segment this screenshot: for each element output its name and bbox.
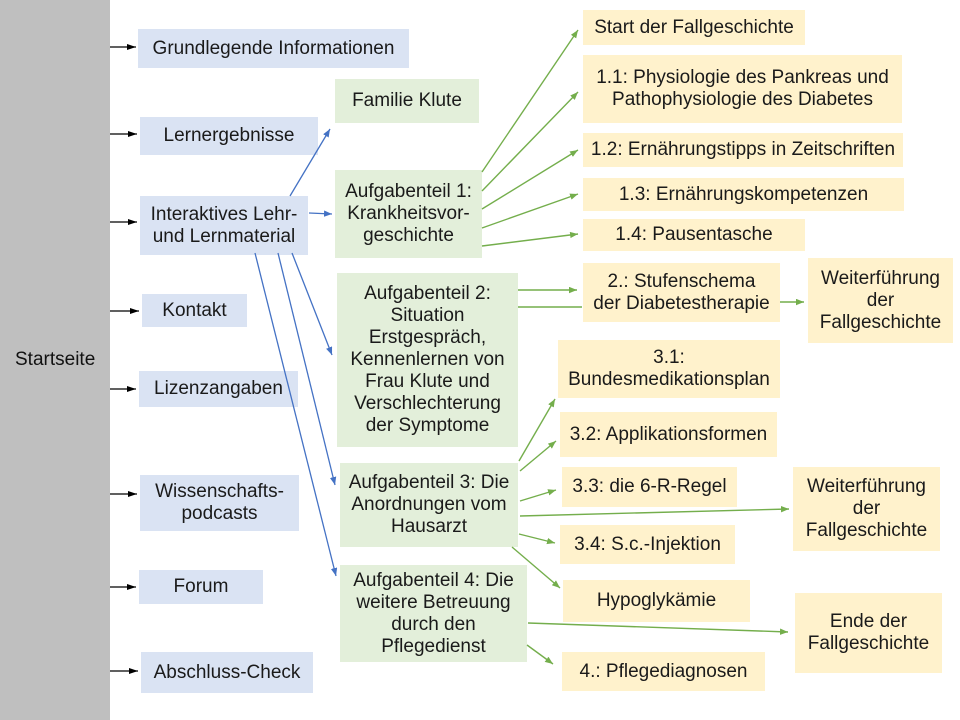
node-lernergebnisse: Lernergebnisse — [140, 117, 318, 155]
node-grundlegende-informationen: Grundlegende Informationen — [138, 29, 409, 68]
node-start-der-fallgeschichte: Start der Fallgeschichte — [583, 10, 805, 45]
node-kap-3-2: 3.2: Applikationsformen — [560, 412, 777, 457]
node-kontakt: Kontakt — [142, 294, 247, 327]
edge-interaktives-aufgabenteil-1 — [308, 210, 333, 217]
node-kap-1-2: 1.2: Ernährungstipps in Zeitschriften — [583, 133, 903, 167]
node-kap-1-4: 1.4: Pausentasche — [583, 219, 805, 251]
node-aufgabenteil-2: Aufgabenteil 2: Situation Erstgespräch, … — [337, 273, 518, 447]
node-weiterfuehrung-1: Weiterführung der Fallgeschichte — [808, 258, 953, 343]
node-kap-1-3: 1.3: Ernährungskompetenzen — [583, 178, 904, 211]
node-aufgabenteil-4: Aufgabenteil 4: Die weitere Betreuung du… — [340, 565, 527, 662]
edge-aufg1-start-fallgeschichte — [481, 29, 579, 173]
edge-aufg4-kap-4 — [526, 644, 554, 665]
edge-aufg3-kap-3-3 — [519, 489, 557, 502]
edge-interaktives-aufgabenteil-3 — [277, 252, 337, 486]
edge-aufg3-kap-3-4 — [518, 533, 556, 545]
node-familie-klute: Familie Klute — [335, 79, 479, 123]
node-aufgabenteil-3: Aufgabenteil 3: Die Anordnungen vom Haus… — [340, 463, 518, 547]
edge-aufg1-kap-1-3 — [481, 193, 579, 229]
edge-aufg4-ende-fallgeschichte — [527, 622, 789, 635]
node-kap-2: 2.: Stufenschema der Diabetestherapie — [583, 263, 780, 322]
startseite-rail — [0, 0, 110, 720]
edge-aufg1-kap-1-4 — [481, 231, 579, 247]
node-weiterfuehrung-2: Weiterführung der Fallgeschichte — [793, 467, 940, 551]
node-abschluss-check: Abschluss-Check — [141, 652, 313, 693]
node-wissenschaftspodcasts: Wissenschafts- podcasts — [140, 475, 299, 531]
node-interaktives-lehr-und-lernmaterial: Interaktives Lehr- und Lernmaterial — [140, 196, 308, 255]
node-startseite: Startseite — [15, 349, 96, 370]
node-kap-3-3: 3.3: die 6-R-Regel — [562, 467, 737, 507]
node-kap-1-1: 1.1: Physiologie des Pankreas und Pathop… — [583, 55, 902, 123]
edge-interaktives-aufgabenteil-2 — [291, 252, 333, 356]
node-forum: Forum — [139, 570, 263, 604]
node-ende-der-fallgeschichte: Ende der Fallgeschichte — [795, 593, 942, 673]
edge-aufg3-kap-3-2 — [519, 440, 557, 472]
edge-aufg1-kap-1-1 — [481, 91, 579, 192]
edge-aufg1-kap-1-2 — [481, 149, 579, 210]
edge-aufg3-weiterfuehrung-2 — [519, 506, 790, 517]
node-kap-3-1: 3.1: Bundesmedikationsplan — [558, 340, 780, 398]
node-lizenzangaben: Lizenzangaben — [139, 371, 298, 407]
node-aufgabenteil-1: Aufgabenteil 1: Krankheitsvor- geschicht… — [335, 170, 482, 258]
node-kap-3-4: 3.4: S.c.-Injektion — [560, 525, 735, 564]
edge-aufg3-kap-3-1 — [518, 398, 556, 462]
node-hypoglykaemie: Hypoglykämie — [563, 580, 750, 622]
node-kap-4: 4.: Pflegediagnosen — [562, 652, 765, 691]
